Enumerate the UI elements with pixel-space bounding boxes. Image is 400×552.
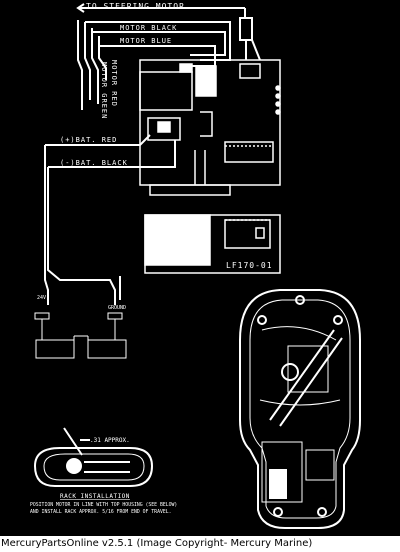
battery-diagram [34,312,127,359]
rack-dimension-label: .31 APPROX. [90,437,130,444]
rack-title: RACK INSTALLATION [60,493,130,500]
rack-drawing [33,427,154,487]
rack-note-line-2: AND INSTALL RACK APPROX. 5/16 FROM END O… [30,509,172,515]
copyright-caption: MercuryPartsOnline v2.5.1 (Image Copyrig… [0,536,400,552]
motor-housing-drawing [239,289,361,529]
battery-leads [44,134,176,305]
lower-board [144,214,281,274]
steering-connector [239,8,261,61]
bat-black-label: (-)BAT. BLACK [60,159,128,167]
battery-voltage-label: 24V [37,295,46,301]
bat-red-label: (+)BAT. RED [60,136,117,144]
motor-red-label: MOTOR RED [110,60,118,107]
steering-arrow [76,3,245,13]
control-board [139,59,281,196]
motor-black-label: MOTOR BLACK [120,24,177,32]
rack-note-line-1: POSITION MOTOR IN LINE WITH TOP HOUSING … [30,502,177,508]
to-steering-motor-label: TO STEERING MOTOR [86,2,185,11]
motor-blue-label: MOTOR BLUE [120,37,172,45]
board-id-label: LF170-01 [226,261,273,270]
motor-green-label: MOTOR GREEN [100,62,108,119]
battery-ground-label: GROUND [108,305,126,311]
